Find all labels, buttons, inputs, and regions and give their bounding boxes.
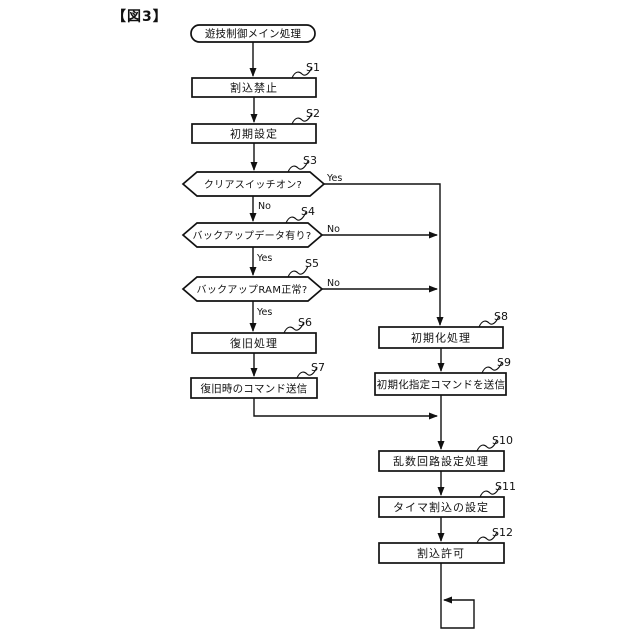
start-terminal-text: 遊技制御メイン処理 [205, 27, 302, 40]
s2-text: 初期設定 [230, 127, 278, 141]
node-s6: 復旧処理 S6 [191, 316, 317, 354]
s5-decision-hexagon [181, 276, 324, 302]
node-start: 遊技制御メイン処理 [190, 24, 316, 43]
s6-ref-label: S6 [298, 316, 312, 329]
s3-decision-hexagon [181, 171, 326, 197]
s5-no-label: No [327, 278, 340, 289]
s7-leader-squiggle [296, 366, 318, 379]
s5-ref-label: S5 [305, 257, 319, 270]
s8-leader-squiggle [478, 315, 500, 328]
s1-process-box [191, 77, 317, 98]
s10-process-box [378, 450, 505, 472]
s2-process-box [191, 123, 317, 144]
s6-text: 復旧処理 [230, 337, 278, 350]
s9-leader-squiggle [481, 361, 503, 374]
node-s3: クリアスイッチオン? S3 Yes No [181, 154, 342, 212]
s10-text: 乱数回路設定処理 [393, 454, 489, 468]
s12-process-box [378, 542, 505, 564]
s7-process-box [190, 377, 318, 399]
node-s7: 復旧時のコマンド送信 S7 [190, 361, 325, 399]
node-s11: タイマ割込の設定 S11 [378, 480, 516, 518]
s9-text: 初期化指定コマンドを送信 [377, 378, 505, 391]
s2-ref-label: S2 [306, 107, 320, 120]
s11-leader-squiggle [479, 485, 501, 498]
s8-process-box [378, 326, 504, 349]
s5-yes-label: Yes [256, 307, 272, 318]
s7-ref-label: S7 [311, 361, 325, 374]
s4-no-label: No [327, 224, 340, 235]
s3-text: クリアスイッチオン? [204, 179, 302, 191]
node-s2: 初期設定 S2 [191, 107, 320, 144]
s5-text: バックアップRAM正常? [197, 283, 308, 296]
node-s4: バックアップデータ有り? S4 No Yes [181, 205, 340, 264]
s3-no-label: No [258, 201, 271, 212]
s8-text: 初期化処理 [411, 331, 471, 345]
s12-leader-squiggle [476, 531, 498, 544]
s4-decision-hexagon [181, 222, 324, 248]
figure-number-label: 【図3】 [112, 9, 168, 25]
s9-ref-label: S9 [497, 356, 511, 369]
s5-leader-squiggle [287, 265, 309, 278]
s6-process-box [191, 332, 317, 354]
s4-yes-label: Yes [256, 253, 272, 264]
node-s9: 初期化指定コマンドを送信 S9 [374, 356, 511, 396]
s7-text: 復旧時のコマンド送信 [201, 382, 308, 395]
node-s1: 割込禁止 S1 [191, 61, 320, 98]
node-s8: 初期化処理 S8 [378, 310, 508, 349]
s4-leader-squiggle [285, 211, 307, 224]
s1-leader-squiggle [291, 66, 313, 79]
s4-text: バックアップデータ有り? [193, 229, 312, 242]
s3-yes-label: Yes [326, 173, 342, 184]
edge-endless-loop [440, 563, 475, 629]
s12-ref-label: S12 [492, 526, 513, 539]
s6-leader-squiggle [283, 321, 305, 334]
s11-ref-label: S11 [495, 480, 516, 493]
node-s12: 割込許可 S12 [378, 526, 513, 564]
start-terminal-shape [190, 24, 316, 43]
s10-ref-label: S10 [492, 434, 513, 447]
s4-ref-label: S4 [301, 205, 315, 218]
s11-process-box [378, 496, 505, 518]
edge-s3-yes-s8 [324, 183, 444, 326]
s8-ref-label: S8 [494, 310, 508, 323]
s3-leader-squiggle [287, 160, 309, 173]
s11-text: タイマ割込の設定 [393, 500, 489, 514]
s1-text: 割込禁止 [230, 81, 278, 95]
s1-ref-label: S1 [306, 61, 320, 74]
s9-process-box [374, 372, 507, 396]
s2-leader-squiggle [291, 112, 313, 125]
edge-s7-trunk [253, 398, 438, 420]
s10-leader-squiggle [476, 439, 498, 452]
node-s5: バックアップRAM正常? S5 No Yes [181, 257, 340, 318]
node-s10: 乱数回路設定処理 S10 [378, 434, 513, 472]
s12-text: 割込許可 [417, 546, 465, 560]
s3-ref-label: S3 [303, 154, 317, 167]
